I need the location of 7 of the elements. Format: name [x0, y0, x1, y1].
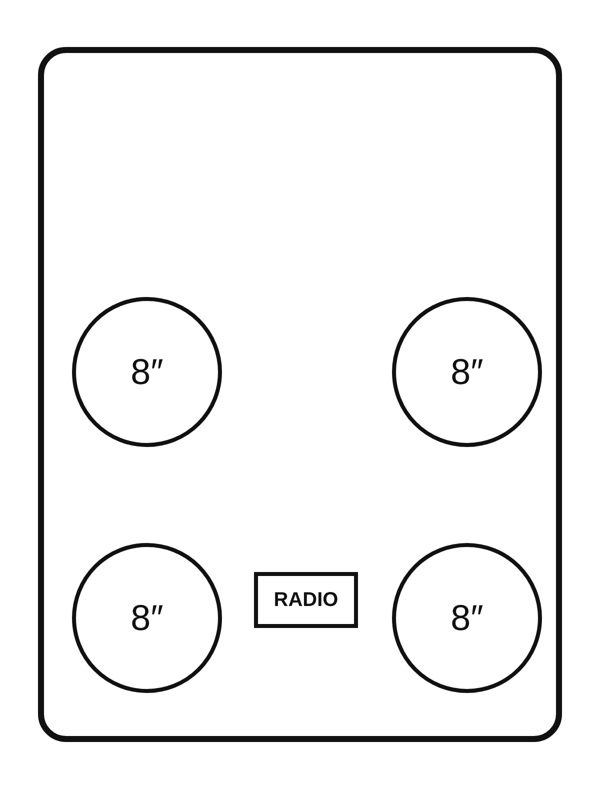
radio-box: [254, 572, 358, 628]
speaker-size-label: 8″: [450, 351, 484, 393]
speaker-size-label: 8″: [130, 597, 164, 639]
radio-label: RADIO: [274, 588, 338, 612]
speaker-size-label: 8″: [130, 351, 164, 393]
speaker-size-label: 8″: [450, 597, 484, 639]
enclosure-outline: [38, 47, 562, 742]
